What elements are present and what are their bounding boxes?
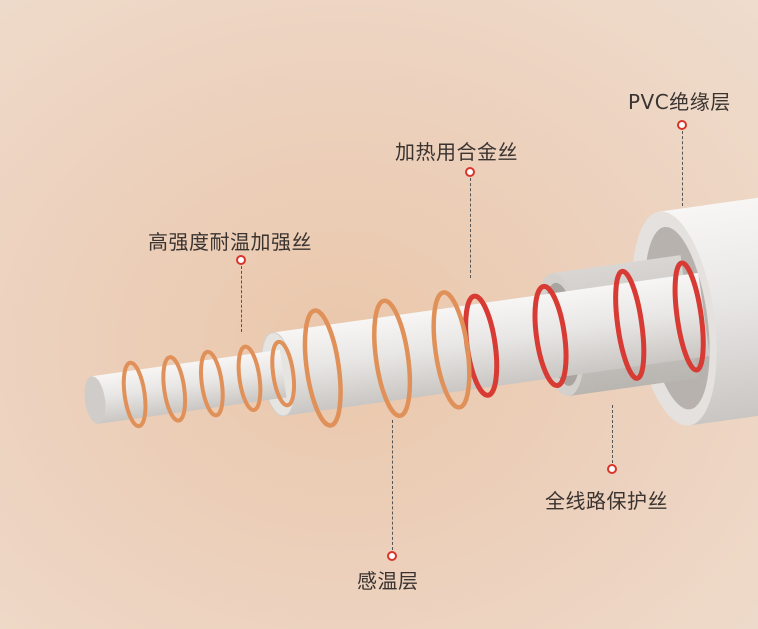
label-reinforce: 高强度耐温加强丝	[148, 230, 312, 254]
callout-line	[392, 420, 393, 550]
callout-dot-icon	[465, 167, 475, 177]
label-alloy: 加热用合金丝	[395, 140, 518, 164]
callout-dot-icon	[677, 120, 687, 130]
label-sensor: 感温层	[357, 569, 419, 593]
reinforcement-wire	[121, 339, 297, 429]
callout-line	[241, 266, 242, 332]
callout-dot-icon	[236, 255, 246, 265]
callout-line	[682, 131, 683, 206]
label-pvc: PVC绝缘层	[628, 90, 731, 114]
label-shield: 全线路保护丝	[545, 489, 668, 513]
callout-line	[470, 178, 471, 278]
sensing-copper-wire	[302, 290, 472, 428]
callout-dot-icon	[387, 551, 397, 561]
callout-dot-icon	[607, 464, 617, 474]
callout-line	[612, 405, 613, 463]
